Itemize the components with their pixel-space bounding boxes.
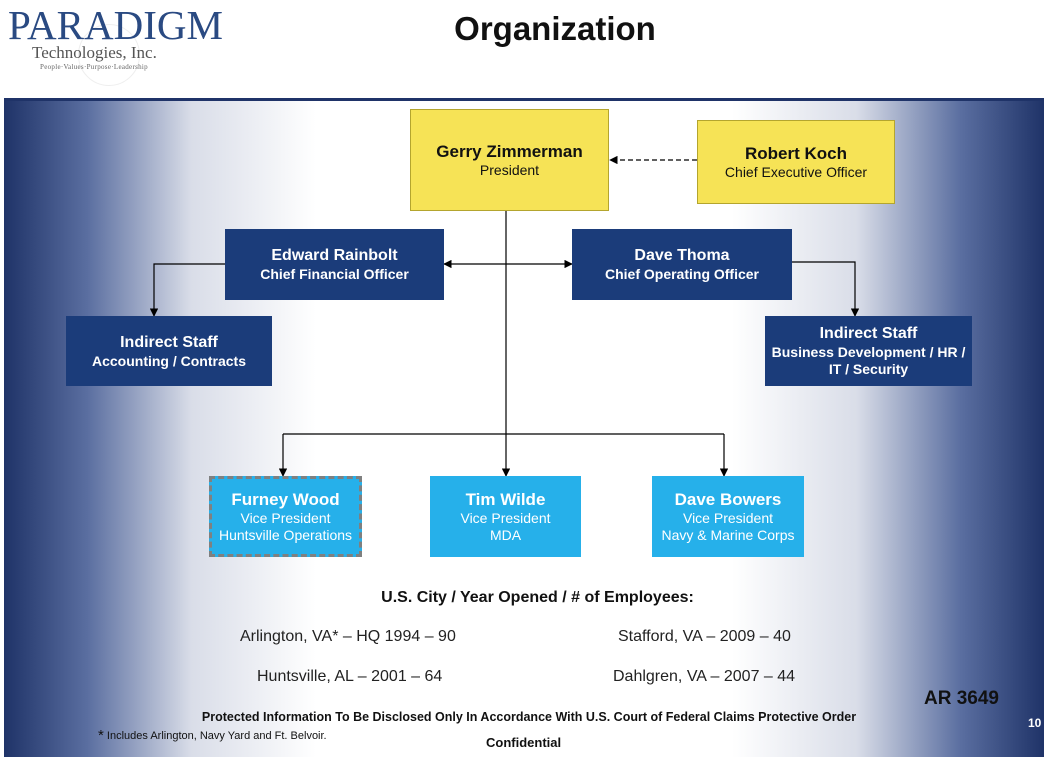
confidential-label: Confidential [486,735,562,750]
logo-seal [78,24,140,86]
coo-role: Chief Operating Officer [604,266,760,282]
indirect-staff-right-box: Indirect Staff Business Development / HR… [765,316,972,386]
vp1-name: Furney Wood [231,489,340,509]
indirect-staff-right-role-line2: IT / Security [828,361,909,377]
cfo-staff-connector [149,263,225,317]
cfo-box: Edward Rainbolt Chief Financial Officer [225,229,444,300]
vp3-role: Vice President [682,509,773,526]
vp2-name: Tim Wilde [465,489,546,509]
company-logo: PARADIGM Technologies, Inc. People·Value… [8,2,223,86]
footnote-mark: * [98,727,104,744]
ceo-box: Robert Koch Chief Executive Officer [697,120,895,204]
vp3-name: Dave Bowers [674,489,782,509]
logo-tagline: People·Values·Purpose·Leadership [40,63,148,71]
location-huntsville: Huntsville, AL – 2001 – 64 [257,668,443,685]
page-number: 10 [1028,716,1042,730]
vp-tim-wilde-box: Tim Wilde Vice President MDA [430,476,581,557]
president-role: President [479,161,540,178]
vp2-role: Vice President [460,509,551,526]
protective-order-notice: Protected Information To Be Disclosed On… [201,710,857,724]
cfo-role: Chief Financial Officer [260,266,409,282]
footnote-text: Includes Arlington, Navy Yard and Ft. Be… [106,730,327,742]
coo-staff-connector [792,261,860,317]
location-dahlgren: Dahlgren, VA – 2007 – 44 [613,668,796,685]
logo-wordmark: PARADIGM [8,2,223,48]
vp-furney-wood-box: Furney Wood Vice President Huntsville Op… [209,476,362,557]
location-stafford: Stafford, VA – 2009 – 40 [618,628,791,645]
vp-dave-bowers-box: Dave Bowers Vice President Navy & Marine… [652,476,804,557]
indirect-staff-left-role: Accounting / Contracts [91,352,246,369]
indirect-staff-right-role-line1: Business Development / HR / [771,344,966,360]
indirect-staff-left-box: Indirect Staff Accounting / Contracts [66,316,272,386]
cfo-name: Edward Rainbolt [271,247,398,264]
vp1-detail: Huntsville Operations [218,526,353,543]
vp1-role: Vice President [240,509,331,526]
location-arlington: Arlington, VA* – HQ 1994 – 90 [240,628,456,645]
chart-panel [4,98,1044,757]
vp3-detail: Navy & Marine Corps [661,526,795,543]
president-box: Gerry Zimmerman President [410,109,609,211]
president-name: Gerry Zimmerman [436,141,583,161]
indirect-staff-left-name: Indirect Staff [120,333,218,351]
ceo-name: Robert Koch [745,143,847,163]
coo-name: Dave Thoma [634,247,730,264]
coo-box: Dave Thoma Chief Operating Officer [572,229,792,300]
ar-number: AR 3649 [924,688,999,709]
page-title: Organization [454,10,656,47]
vp2-detail: MDA [489,526,522,543]
footnote: * Includes Arlington, Navy Yard and Ft. … [98,727,327,744]
logo-subtitle: Technologies, Inc. [32,43,157,62]
ceo-role: Chief Executive Officer [724,163,868,180]
locations-heading: U.S. City / Year Opened / # of Employees… [381,589,694,606]
indirect-staff-right-name: Indirect Staff [819,325,918,342]
